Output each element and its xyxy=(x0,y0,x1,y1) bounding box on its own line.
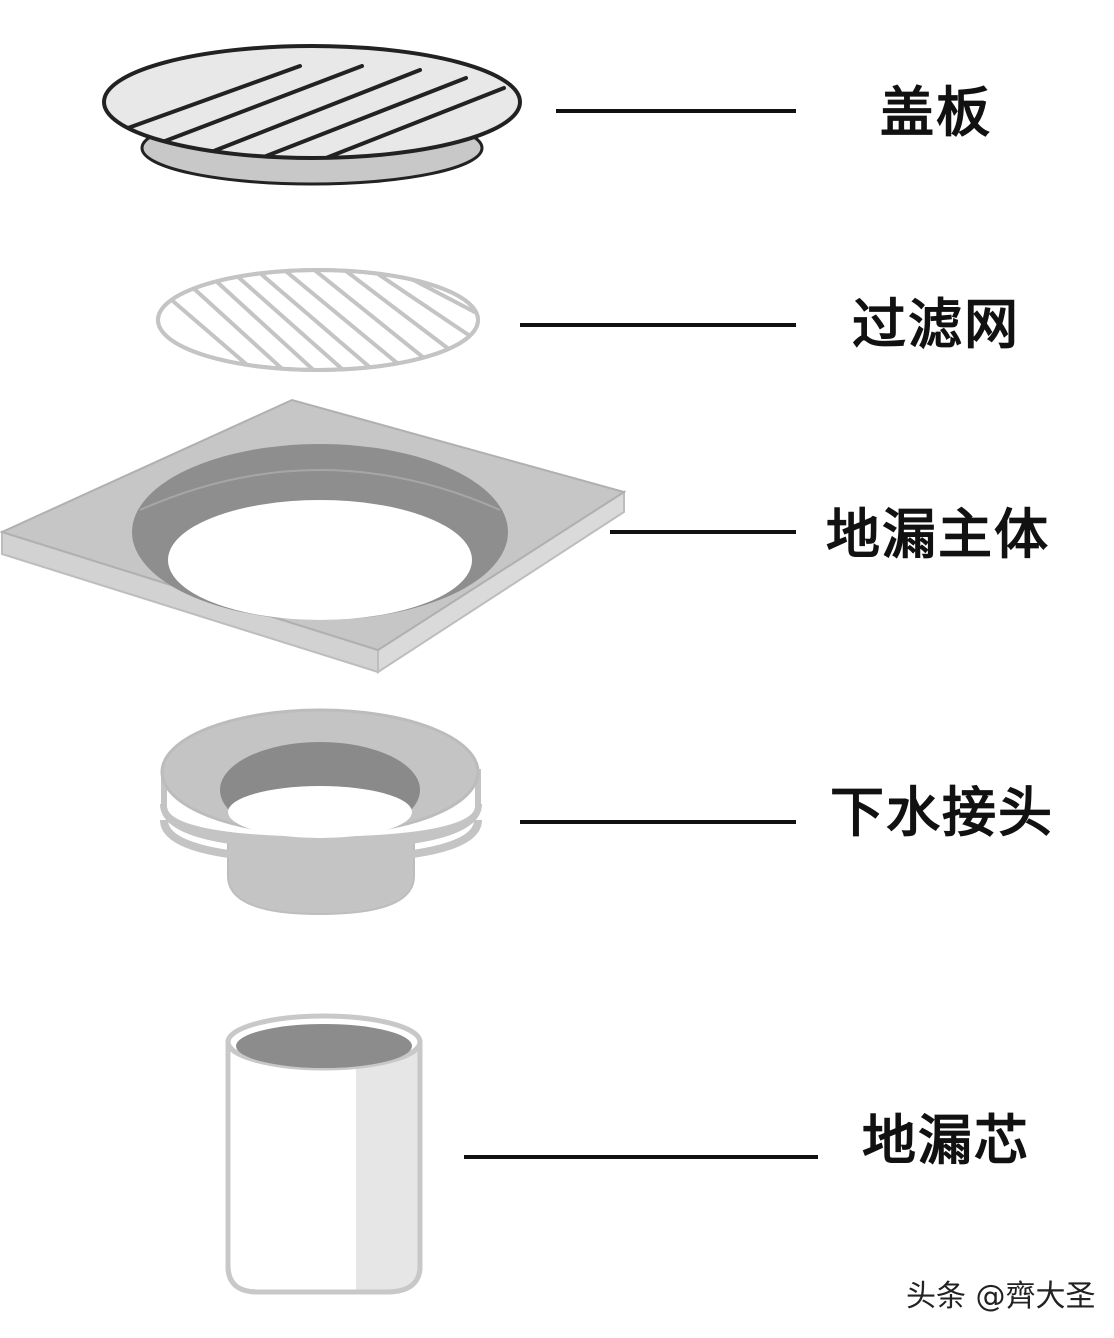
filter-mesh-illustration xyxy=(156,268,480,372)
cover-label: 盖板 xyxy=(880,81,992,144)
cover-plate-illustration xyxy=(102,44,522,186)
drain-core-illustration xyxy=(225,1013,423,1295)
filter-label: 过滤网 xyxy=(852,293,1020,356)
drain-body-illustration xyxy=(0,398,627,674)
outlet-label: 下水接头 xyxy=(830,781,1054,844)
core-label: 地漏芯 xyxy=(862,1109,1030,1172)
watermark: 头条 @齊大圣 xyxy=(906,1279,1096,1314)
outlet-connector-illustration xyxy=(160,708,482,916)
drain-body-label: 地漏主体 xyxy=(826,503,1050,566)
